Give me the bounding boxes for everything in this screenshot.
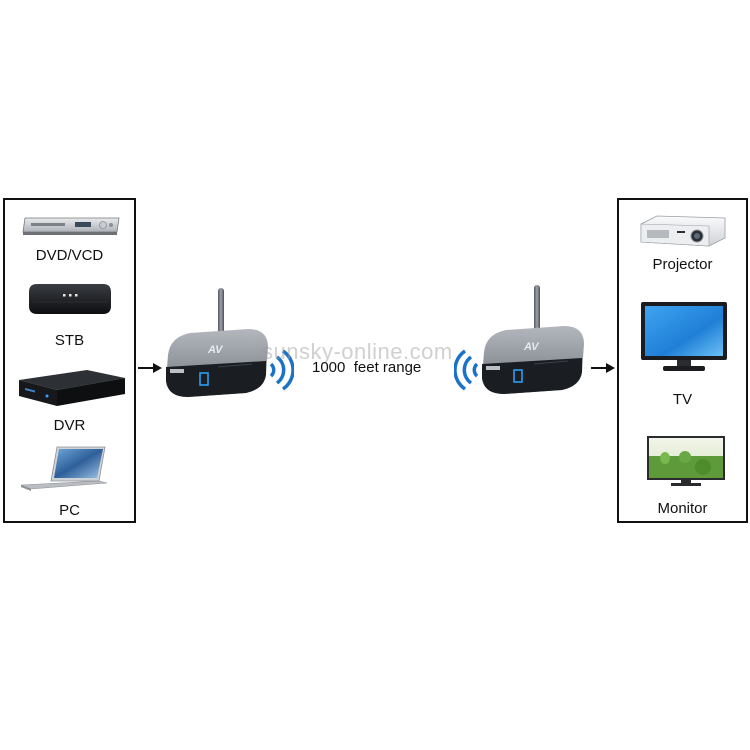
transmit-signal-icon — [269, 349, 294, 391]
output-arrow-icon — [591, 363, 615, 373]
output-label-projector: Projector — [652, 256, 713, 273]
source-label-dvd: DVD/VCD — [35, 247, 104, 264]
source-label-pc: PC — [59, 502, 80, 519]
transmitter-badge: AV — [207, 344, 224, 356]
monitor-icon — [647, 436, 725, 486]
output-label-monitor: Monitor — [657, 500, 708, 517]
range-unit-text: feet range — [353, 359, 422, 376]
source-label-dvr: DVR — [53, 417, 86, 434]
sender-unit-icon: AV — [166, 288, 268, 397]
input-arrow-icon — [138, 363, 162, 373]
sources-panel: DVD/VCD STB DVR PC — [3, 198, 136, 523]
laptop-icon — [20, 446, 108, 491]
dvr-recorder-icon — [19, 370, 125, 406]
output-label-tv: TV — [672, 391, 693, 408]
receiver-badge: AV — [523, 341, 540, 353]
outputs-panel: Projector TV Monitor — [617, 198, 748, 523]
source-label-stb: STB — [54, 332, 85, 349]
range-label: 1000 feet range — [312, 359, 421, 377]
tv-icon — [641, 302, 727, 371]
set-top-box-icon — [29, 284, 111, 314]
range-value: 1000 — [312, 359, 346, 376]
projector-icon — [640, 215, 726, 247]
receiver-unit-icon: AV — [482, 285, 584, 394]
dvd-player-icon — [22, 217, 120, 235]
receive-signal-icon — [454, 349, 479, 391]
watermark-text: sunsky-online.com — [262, 339, 453, 364]
